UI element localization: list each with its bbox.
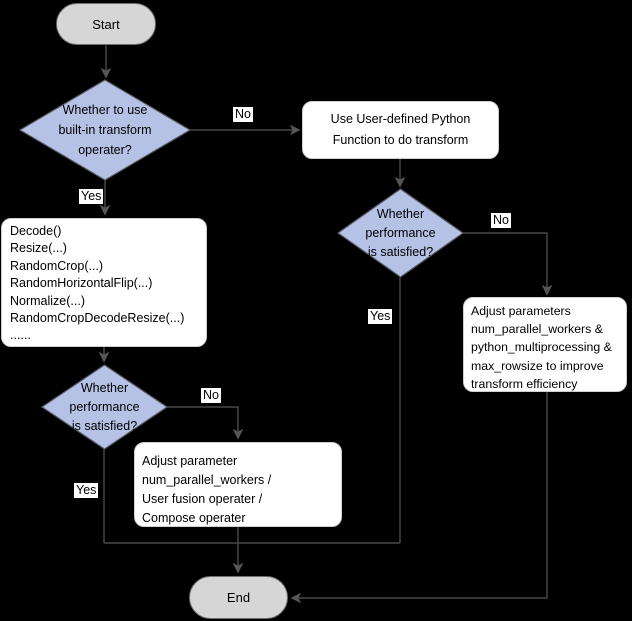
edge-label-yes-perf-builtin: Yes: [74, 483, 99, 498]
decision-perf-builtin-line: performance: [69, 399, 140, 414]
decision-builtin-line: built-in transform: [58, 123, 152, 137]
builtin-ops-line: ......: [10, 328, 31, 343]
adjust-udf-node: Adjust parameters num_parallel_workers &…: [463, 297, 627, 392]
adjust-builtin-node: Adjust parameter num_parallel_workers / …: [134, 442, 342, 527]
decision-perf-udf-line: Whether: [376, 206, 425, 221]
decision-perf-builtin-line: is satisfied?: [71, 418, 138, 433]
decision-builtin-line: operater?: [78, 143, 132, 157]
udf-line: Function to do transform: [332, 133, 469, 147]
adjust-builtin-line: Compose operater: [142, 511, 246, 525]
udf-line: Use User-defined Python: [330, 112, 471, 126]
edge-decision-perf-builtin-no-to-adjust-builtin: [167, 406, 244, 440]
adjust-udf-line: python_multiprocessing &: [471, 340, 612, 355]
builtin-ops-line: RandomCropDecodeResize(...): [10, 311, 185, 326]
builtin-ops-line: Resize(...): [10, 241, 67, 256]
edge-adjust-udf-to-end: [290, 392, 548, 604]
adjust-builtin-line: num_parallel_workers /: [142, 473, 272, 487]
adjust-udf-line: Adjust parameters: [471, 304, 571, 318]
adjust-builtin-line: Adjust parameter: [142, 454, 238, 468]
edge-label-yes-perf-udf: Yes: [368, 309, 393, 324]
decision-perf-builtin-diamond: [40, 364, 169, 450]
decision-perf-builtin-line: Whether: [80, 380, 129, 395]
udf-process-node: Use User-defined Python Function to do t…: [302, 101, 499, 159]
builtin-ops-line: RandomCrop(...): [10, 258, 104, 273]
adjust-udf-line: max_rowsize to improve: [471, 358, 604, 373]
decision-perf-udf-line: is satisfied?: [367, 244, 434, 259]
decision-perf-udf-line: performance: [365, 225, 436, 240]
end-node: End: [189, 576, 288, 619]
edge-label-yes-builtin: Yes: [79, 189, 104, 204]
builtin-ops-line: RandomHorizontalFlip(...): [10, 276, 153, 291]
edge-label-no-perf-udf: No: [491, 213, 511, 228]
decision-perf-udf-diamond: [336, 188, 465, 278]
decision-perf-builtin-text: Whether performance is satisfied?: [42, 365, 167, 449]
decision-builtin-text: Whether to use built-in transform operat…: [20, 80, 190, 180]
builtin-ops-node: Decode() Resize(...) RandomCrop(...) Ran…: [1, 218, 207, 347]
adjust-udf-line: transform efficiency: [471, 376, 578, 391]
start-node: Start: [56, 3, 156, 45]
start-label: Start: [92, 16, 120, 32]
edge-decision-perf-udf-no-to-adjust-udf: [463, 232, 553, 296]
edge-label-no-builtin: No: [233, 107, 253, 122]
edge-label-no-perf-builtin: No: [201, 388, 221, 403]
decision-builtin-line: Whether to use: [62, 103, 148, 117]
builtin-ops-line: Decode(): [10, 224, 62, 238]
end-label: End: [226, 590, 251, 605]
decision-perf-udf-text: Whether performance is satisfied?: [338, 189, 463, 277]
builtin-ops-line: Normalize(...): [10, 293, 86, 308]
adjust-udf-line: num_parallel_workers &: [471, 322, 603, 337]
decision-builtin-diamond: [18, 79, 192, 181]
adjust-builtin-line: User fusion operater /: [142, 492, 263, 506]
